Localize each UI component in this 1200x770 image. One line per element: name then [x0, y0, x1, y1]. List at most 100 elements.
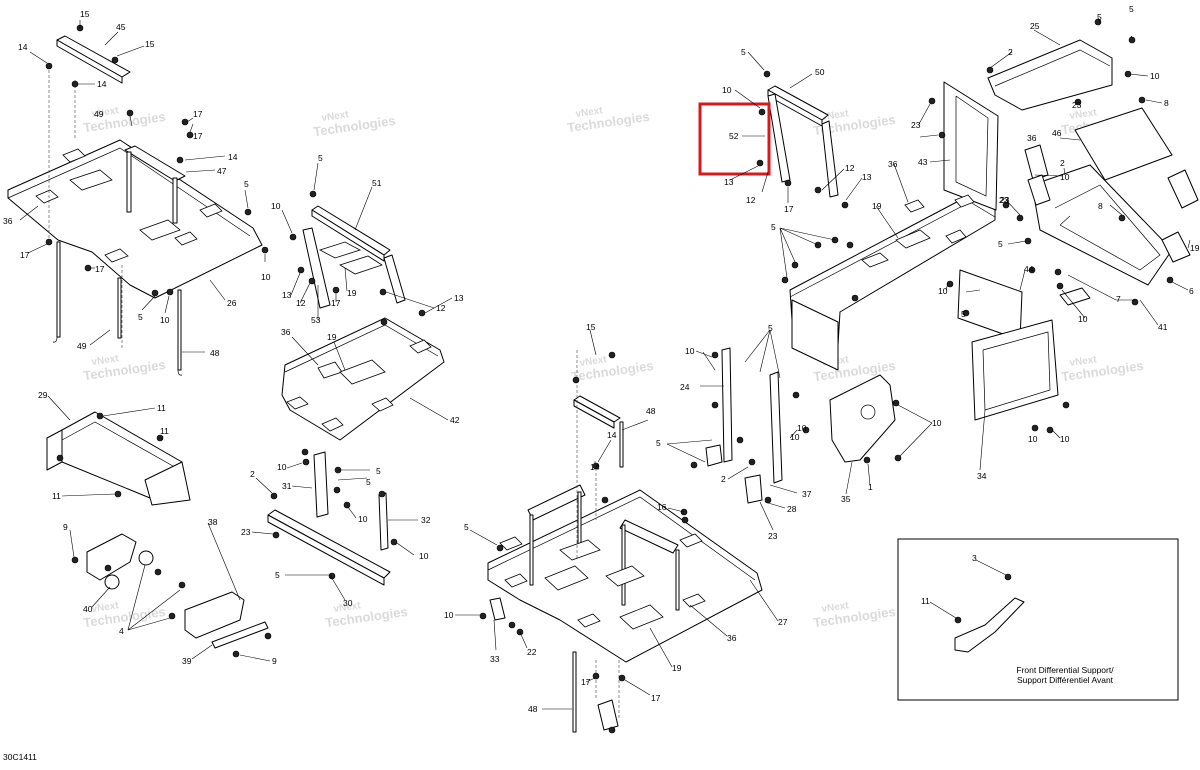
svg-text:vNext: vNext	[1069, 354, 1098, 369]
callout: 5	[366, 477, 371, 487]
callout: 12	[746, 195, 756, 205]
callout: 5	[656, 438, 661, 448]
svg-text:vNext: vNext	[333, 600, 362, 615]
callout: 2	[1060, 158, 1065, 168]
callout: 19	[872, 201, 882, 211]
callout: 24	[680, 382, 690, 392]
callout: 11	[921, 596, 930, 606]
callout: 19	[1190, 243, 1200, 253]
callout: 28	[787, 504, 797, 514]
callout: 15	[80, 9, 90, 19]
callout: 1	[868, 482, 873, 492]
callout: 19	[347, 288, 357, 298]
callout: 15	[586, 322, 596, 332]
callout: 17	[784, 204, 794, 214]
inset-caption-line-en: Front Differential Support/	[1016, 665, 1114, 675]
callout: 19	[327, 332, 337, 342]
callout: 5	[464, 522, 469, 532]
callout: 12	[436, 303, 446, 313]
callout: 8	[1098, 201, 1103, 211]
callout: 36	[888, 159, 898, 169]
callout: 17	[95, 264, 105, 274]
callout: 10	[444, 610, 454, 620]
svg-text:vNext: vNext	[821, 600, 850, 615]
callout: 10	[261, 272, 271, 282]
callout: 23	[241, 527, 251, 537]
callout: 5	[1129, 4, 1134, 14]
callout: 35	[841, 494, 851, 504]
top-right-assembly	[986, 18, 1199, 306]
leader-lines	[19, 17, 1191, 710]
callout: 14	[228, 152, 238, 162]
callout: 2	[721, 474, 726, 484]
callout: 48	[528, 704, 538, 714]
svg-text:vNext: vNext	[579, 354, 608, 369]
callout: 25	[1030, 21, 1040, 31]
callout: 5	[768, 323, 773, 333]
svg-text:vNext: vNext	[91, 600, 120, 615]
callout: 16	[657, 502, 667, 512]
callout: 51	[372, 178, 382, 188]
callout: 11	[52, 491, 61, 501]
svg-text:vNext: vNext	[821, 108, 850, 123]
callout: 32	[421, 515, 431, 525]
callout: 49	[77, 341, 87, 351]
callout: 10	[277, 462, 287, 472]
callout: 14	[607, 430, 617, 440]
svg-text:vNext: vNext	[575, 105, 604, 120]
callout: 41	[1158, 322, 1168, 332]
callout: 36	[1027, 133, 1037, 143]
callout: 23	[1000, 195, 1010, 205]
callout-labels: 15 45 14 15 14 49 17 17 14 47 36 5 17 17…	[3, 4, 1200, 714]
callout: 8	[1164, 98, 1169, 108]
callout: 13	[282, 290, 292, 300]
callout: 36	[3, 216, 13, 226]
callout: 5	[275, 570, 280, 580]
callout: 27	[778, 617, 788, 627]
callout: 5	[741, 47, 746, 57]
callout: 17	[193, 131, 203, 141]
callout: 17	[581, 677, 591, 687]
part-26-tray	[7, 139, 263, 299]
callout: 10	[419, 551, 429, 561]
inset-caption-line-fr: Support Différentiel Avant	[1016, 675, 1114, 685]
callout: 13	[862, 172, 872, 182]
callout: 36	[727, 633, 737, 643]
callout: 46	[1052, 128, 1062, 138]
callout: 5	[318, 153, 323, 163]
callout: 10	[790, 432, 800, 442]
callout: 10	[160, 315, 170, 325]
callout: 2	[250, 469, 255, 479]
callout: 23	[1072, 100, 1082, 110]
assembly-30-31-32	[267, 448, 398, 586]
callout: 10	[1150, 71, 1160, 81]
callout: 5	[376, 466, 381, 476]
callout: 42	[450, 415, 460, 425]
callout: 12	[296, 298, 306, 308]
inset-front-differential-support	[897, 538, 1179, 701]
callout: 13	[454, 293, 464, 303]
callout: 5	[1097, 12, 1102, 22]
callout: 14	[590, 462, 600, 472]
callout: 17	[20, 250, 30, 260]
callout: 47	[217, 166, 227, 176]
callout: 15	[145, 39, 155, 49]
part-45-bar	[56, 35, 131, 78]
callout: 52	[729, 131, 739, 141]
callout: 40	[83, 604, 93, 614]
highlight-box-part-52	[698, 102, 771, 176]
callout: 10	[1060, 434, 1070, 444]
callout: 5	[138, 312, 143, 322]
callout: 10	[722, 85, 732, 95]
callout: 23	[911, 120, 921, 130]
main-frame-assembly	[781, 81, 1070, 434]
callout: 34	[977, 471, 987, 481]
callout: 5	[961, 309, 966, 319]
callout: 10	[938, 286, 948, 296]
figure-code: 30C1411	[3, 752, 37, 762]
callout: 39	[182, 656, 192, 666]
assembly-24-35-37	[690, 347, 902, 504]
callout: 10	[685, 346, 695, 356]
